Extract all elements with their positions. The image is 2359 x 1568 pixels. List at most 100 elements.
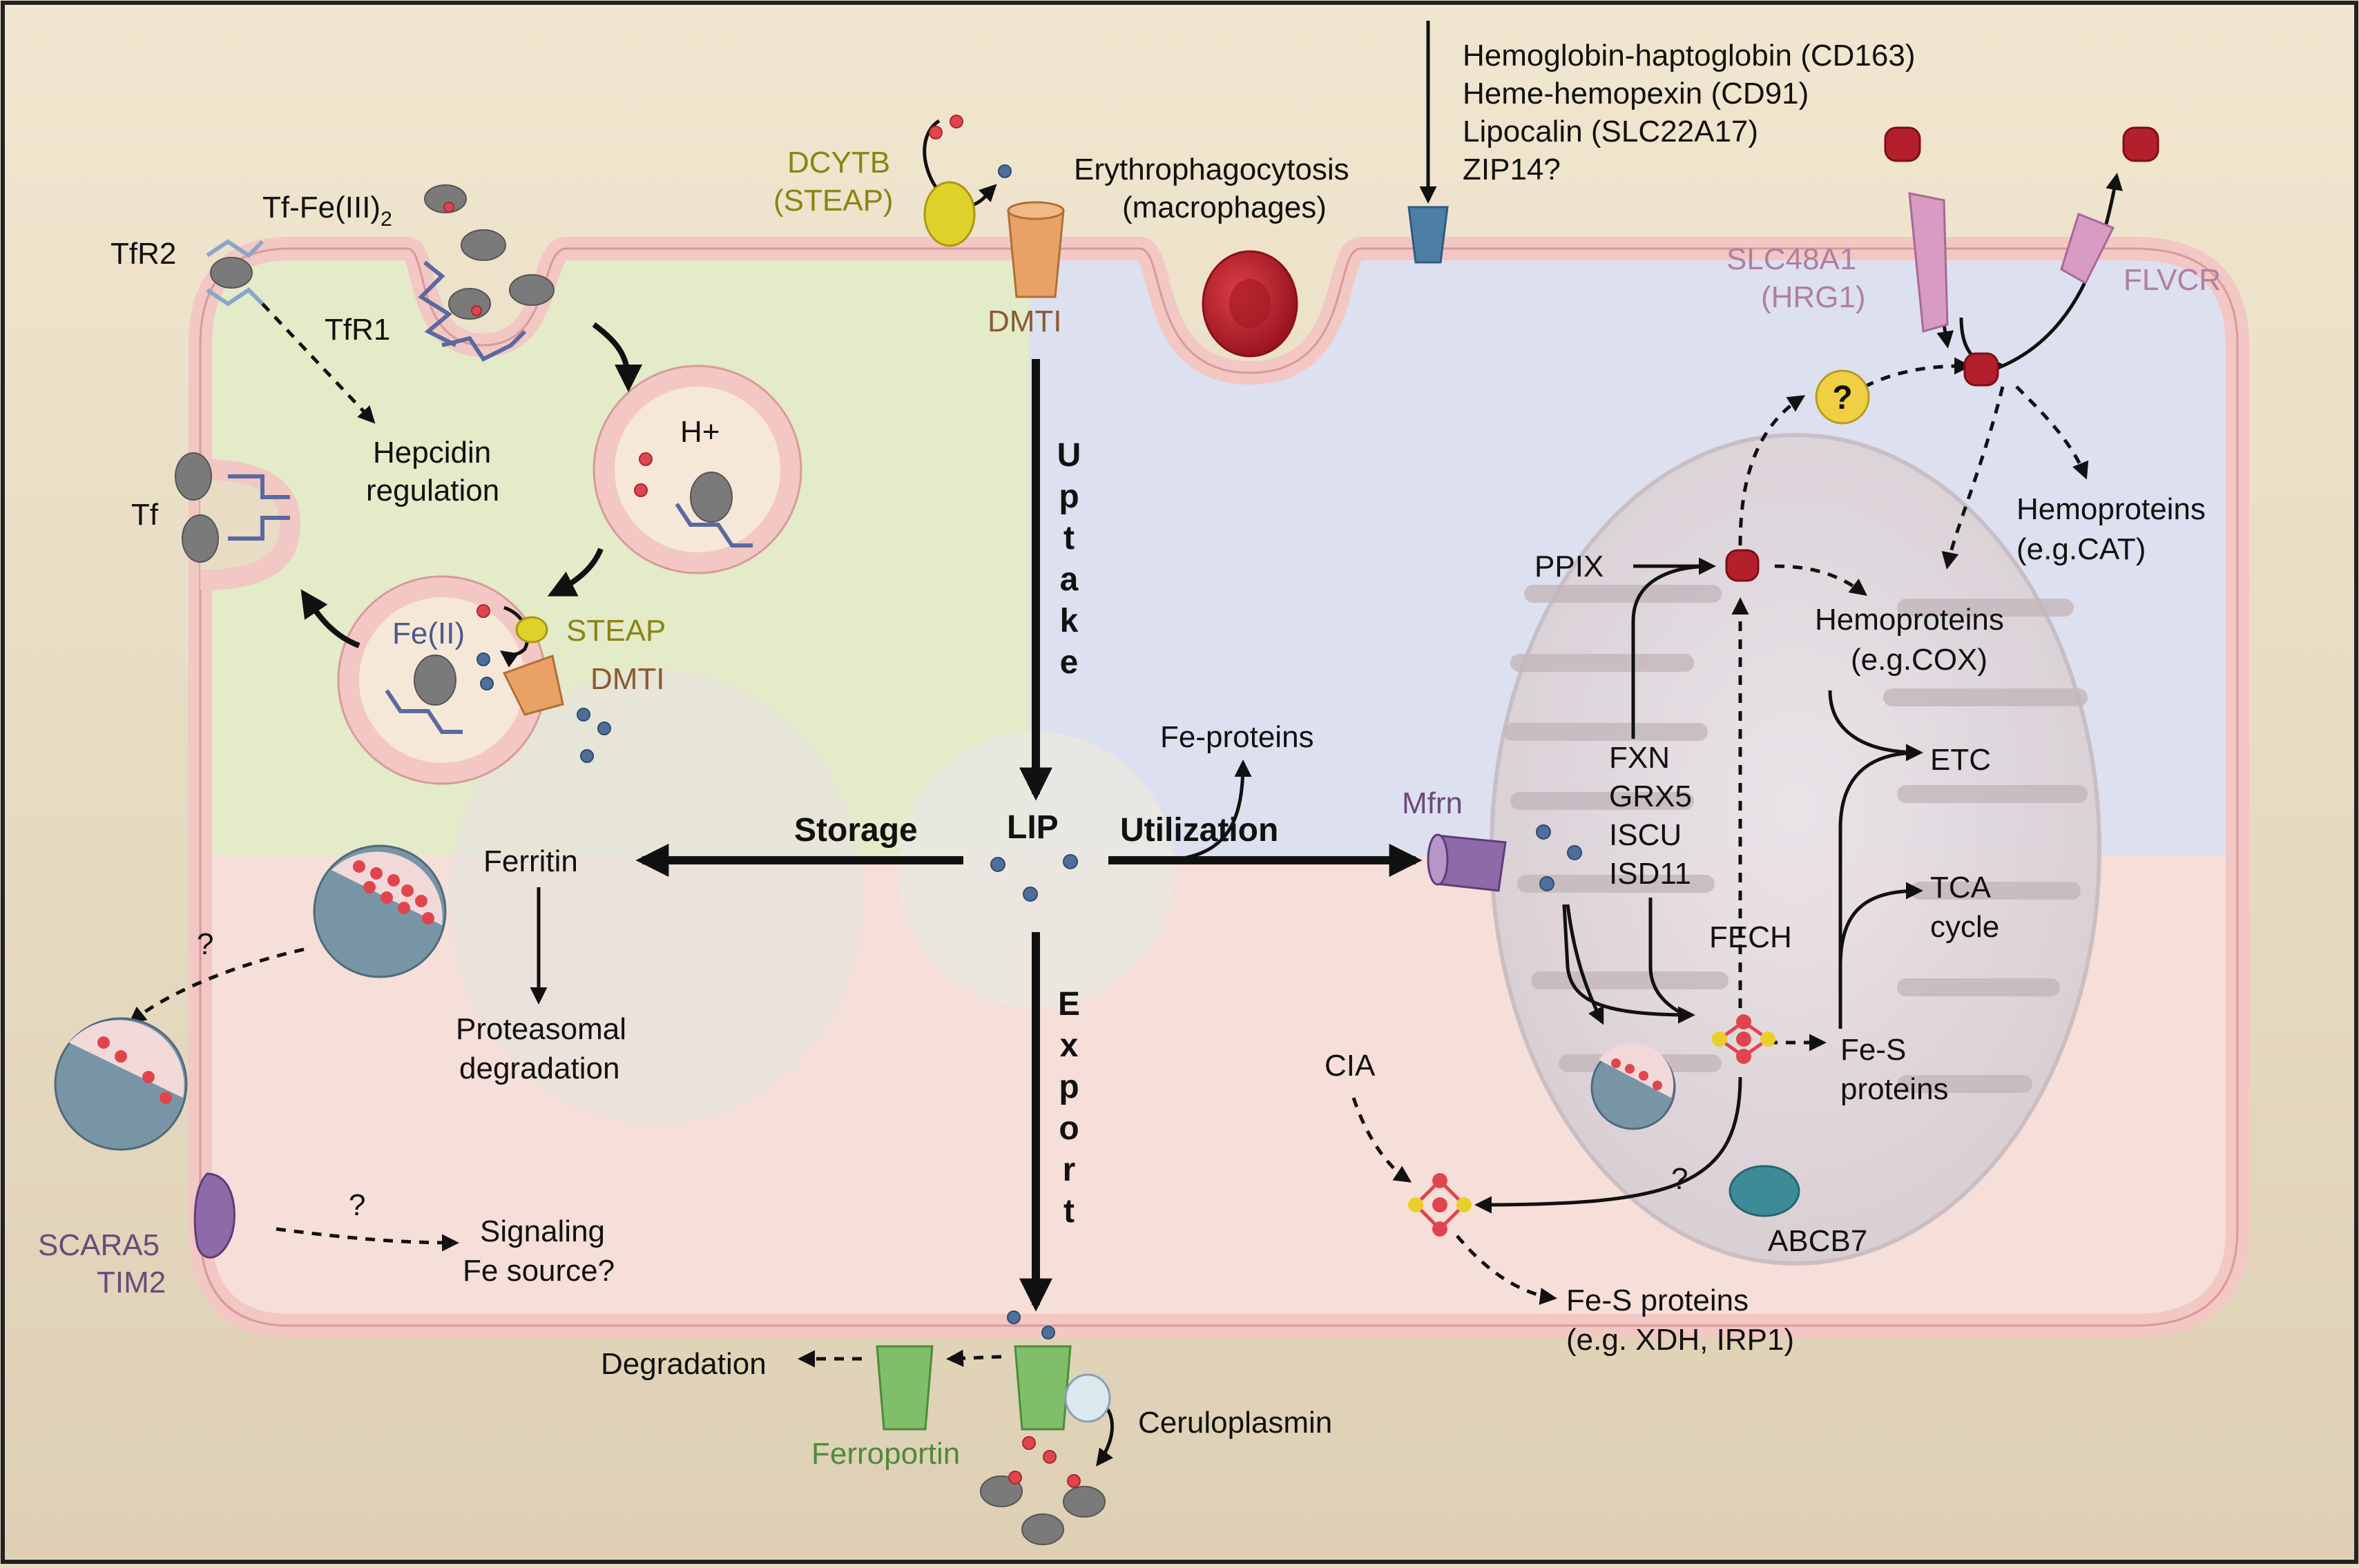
etc-label: ETC xyxy=(1930,743,1991,777)
hemoproteins-cox-label-2: (e.g.COX) xyxy=(1851,643,1987,677)
ferric-iron-dots xyxy=(443,115,1081,1488)
heme-export-arrow xyxy=(2001,173,2123,368)
recycling-arrow xyxy=(300,589,360,648)
cell-membrane-outline xyxy=(199,247,2239,1327)
ferroportin-degraded xyxy=(876,1345,934,1431)
hemoproteins-cat-label-1: Hemoproteins xyxy=(2016,492,2206,526)
heme-mito xyxy=(1725,549,1760,582)
fes-cluster-mito xyxy=(1712,1014,1775,1064)
rbc-center xyxy=(1229,279,1271,329)
scara5-receptor xyxy=(193,1172,235,1259)
fxn-to-heme-line xyxy=(1631,564,1713,739)
utilization-label: Utilization xyxy=(1120,812,1278,849)
heme-outside-1 xyxy=(1884,126,1921,162)
signaling-label-1: Signaling xyxy=(480,1214,605,1248)
fe-proteins-arrow xyxy=(1166,759,1252,862)
proteasomal-label-2: degradation xyxy=(459,1052,619,1085)
fe3-dot xyxy=(1067,1474,1081,1488)
fes-cluster-cyto xyxy=(1408,1173,1472,1237)
svg-text:t: t xyxy=(1063,1193,1075,1230)
tf-molecule-1 xyxy=(461,229,506,261)
fe3-dot xyxy=(950,115,963,128)
fes-cyto-label-2: (e.g. XDH, IRP1) xyxy=(1566,1323,1794,1357)
heme-to-unknown-arrow xyxy=(1738,395,1806,546)
ferroportin-active xyxy=(1014,1345,1072,1431)
tfr1-label: TfR1 xyxy=(325,313,390,347)
flvcr-label: FLVCR xyxy=(2124,263,2221,297)
iscu-label: ISCU xyxy=(1609,818,1682,852)
dashed-arrows xyxy=(128,302,2089,1368)
ferroportin-degradation-arrow xyxy=(946,1349,1002,1367)
endosome-acidified xyxy=(594,366,801,573)
fe3-dot xyxy=(634,483,648,497)
dmti-top-label: DMTI xyxy=(988,304,1062,338)
svg-text:r: r xyxy=(1063,1152,1076,1188)
tf-fe3-label: Tf-Fe(III)2 xyxy=(262,191,392,231)
svg-text:E: E xyxy=(1058,986,1080,1023)
slc48a1-transporter xyxy=(1908,192,1949,333)
fe2-dot xyxy=(1007,1310,1021,1324)
nucleus xyxy=(449,670,863,1125)
tfr2-hepcidin-arrow xyxy=(261,302,376,424)
fes-tca-arrow xyxy=(1838,882,1923,967)
dcytb-label-1: DCYTB xyxy=(787,146,890,180)
hepcidin-label-1: Hepcidin xyxy=(373,436,491,470)
fe3-dot xyxy=(1008,1471,1022,1484)
heme-cat-arrow xyxy=(2015,385,2089,480)
tca-label-1: TCA xyxy=(1930,871,1992,904)
fe2-dot xyxy=(1023,887,1038,902)
fe2-dot xyxy=(580,749,594,763)
tf-outside-3 xyxy=(1021,1513,1064,1545)
heme-outside-2 xyxy=(2122,126,2159,162)
ferritin-mito xyxy=(1590,1043,1676,1130)
tf-free-1 xyxy=(175,452,212,501)
hepcidin-label-2: regulation xyxy=(366,474,499,507)
fe3-dot xyxy=(639,452,653,466)
dmti-top-rim xyxy=(1007,201,1065,220)
dmti-transporter-top xyxy=(1007,209,1065,298)
tf-molecule-3 xyxy=(448,288,491,320)
fe-proteins-label: Fe-proteins xyxy=(1160,720,1314,754)
heme-cox-arrow-dashed xyxy=(1941,386,2005,570)
dcytb-protein xyxy=(923,181,976,247)
tf-outside-1 xyxy=(980,1475,1023,1507)
unknown-transporter xyxy=(1815,369,1870,425)
heme-uptake-receptor xyxy=(1407,206,1449,264)
fe2-dot xyxy=(597,722,611,735)
fe3-dot xyxy=(443,202,454,213)
dmti-endosome-label: DMTI xyxy=(590,662,665,696)
heme-uptake-1: Hemoglobin-haptoglobin (CD163) xyxy=(1463,39,1916,72)
tf-outside-2 xyxy=(1063,1486,1106,1518)
svg-text:o: o xyxy=(1059,1110,1079,1147)
tfr1-receptor-2 xyxy=(441,329,527,362)
steap-protein xyxy=(515,616,548,643)
fe2-dot xyxy=(1041,1326,1055,1339)
erythro-label-2: (macrophages) xyxy=(1122,191,1327,224)
tfr1-receptor-1 xyxy=(418,260,457,347)
fech-label: FECH xyxy=(1709,920,1792,954)
export-word: E x p o r t xyxy=(1058,986,1080,1230)
tf-receptor-b xyxy=(228,516,290,541)
fe3-dot xyxy=(1022,1436,1036,1450)
transferrin-molecules xyxy=(175,184,1106,1545)
fe2-dot xyxy=(1536,824,1551,840)
fe3-dot xyxy=(1043,1450,1057,1464)
fe2-dot xyxy=(476,652,490,666)
tf-receptor-a xyxy=(228,474,290,499)
heme-uptake-2: Heme-hemopexin (CD91) xyxy=(1463,77,1809,110)
proteasomal-label-1: Proteasomal xyxy=(456,1012,626,1046)
h-plus-label: H+ xyxy=(680,415,720,449)
endosome-receptor-2 xyxy=(385,689,463,734)
svg-text:e: e xyxy=(1060,644,1079,681)
fe3-dot xyxy=(476,604,490,618)
cia-arrow xyxy=(1351,1097,1412,1183)
tf-molecule-top xyxy=(424,184,467,213)
dcytb-label-2: (STEAP) xyxy=(773,184,894,217)
heme-uptake-4: ZIP14? xyxy=(1463,153,1561,186)
svg-text:p: p xyxy=(1059,478,1079,515)
heme-uptake-3: Lipocalin (SLC22A17) xyxy=(1463,115,1758,148)
cia-label: CIA xyxy=(1325,1049,1376,1083)
ferroportin-label: Ferroportin xyxy=(811,1437,960,1471)
